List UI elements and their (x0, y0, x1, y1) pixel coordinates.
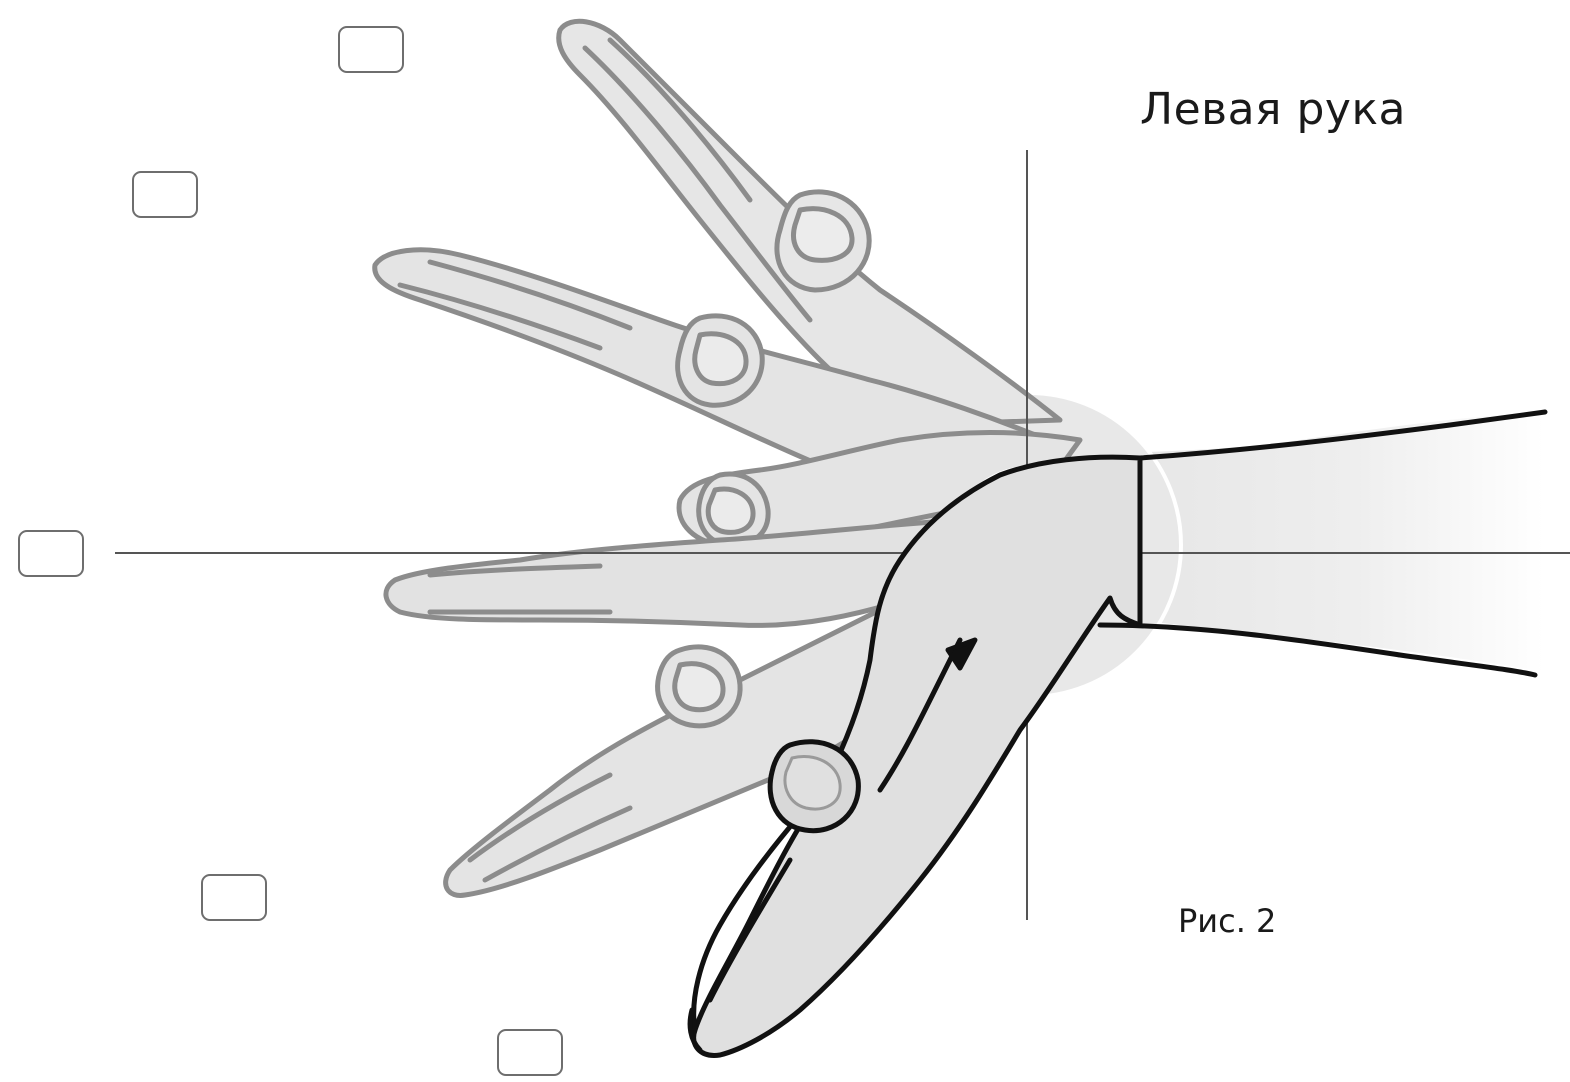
diagram-title: Левая рука (1140, 84, 1406, 135)
answer-box-4[interactable] (201, 874, 267, 921)
answer-box-1[interactable] (338, 26, 404, 73)
figure-caption: Рис. 2 (1178, 902, 1276, 940)
answer-box-5[interactable] (497, 1029, 563, 1076)
answer-box-3[interactable] (18, 530, 84, 577)
hand-position-neutral (386, 520, 960, 625)
answer-box-2[interactable] (132, 171, 198, 218)
